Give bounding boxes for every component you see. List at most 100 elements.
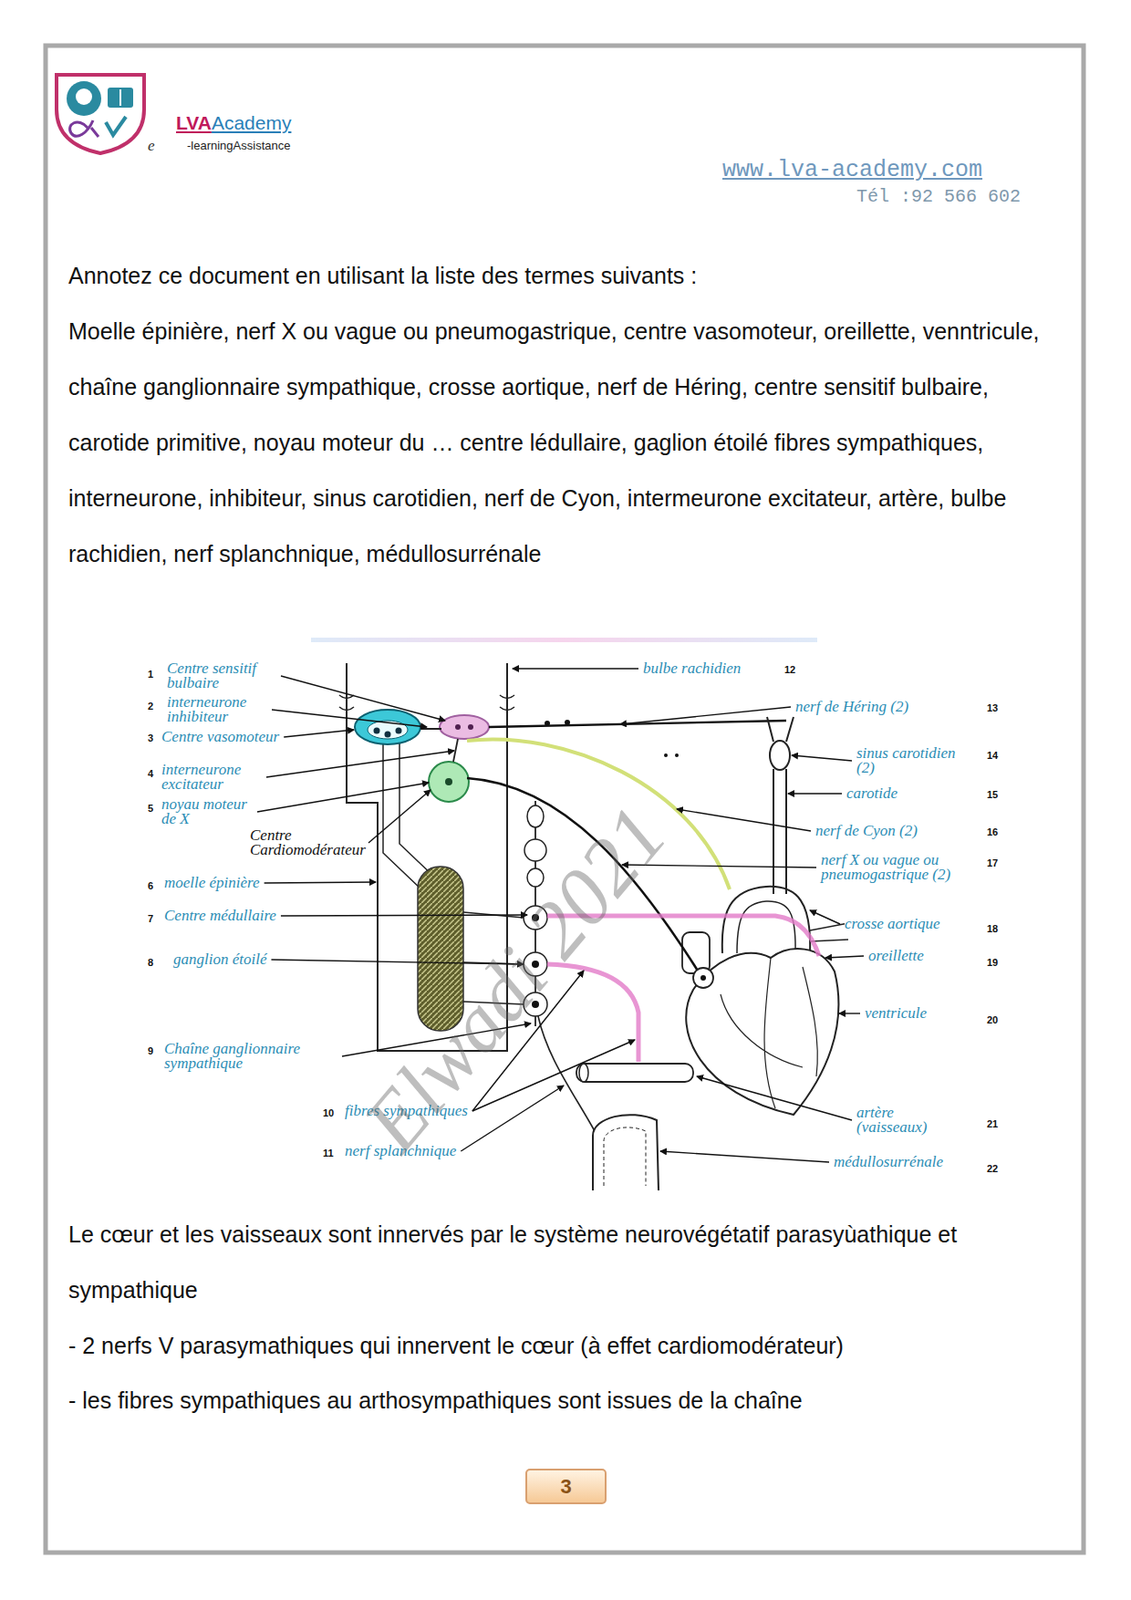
part-label: Centre sensitif bulbaire	[166, 661, 277, 691]
part-label: noyau moteur de X	[161, 797, 253, 827]
callout-number: 5	[147, 802, 154, 814]
leader-line	[368, 789, 431, 843]
part-label: artère (vaisseaux)	[856, 1105, 966, 1135]
body-text: - 2 nerfs V parasymathiques qui innerven…	[68, 1317, 844, 1374]
callout-number: 12	[784, 664, 796, 675]
callout-number: 18	[986, 923, 998, 934]
part-label: bulbe rachidien	[643, 661, 741, 676]
part-label: Centre vasomoteur	[161, 729, 280, 745]
part-label: interneurone inhibiteur	[166, 695, 268, 725]
leader-line	[271, 709, 427, 727]
part-label: sinus carotidien (2)	[856, 746, 976, 776]
body-text: - les fibres sympathiques au arthosympat…	[68, 1372, 803, 1429]
neuron-dot	[467, 724, 474, 730]
leader-line	[825, 955, 864, 958]
part-label: oreillette	[868, 948, 924, 964]
nerve-dot	[544, 720, 550, 727]
leader-line	[266, 750, 455, 778]
part-label: nerf de Héring (2)	[795, 699, 909, 715]
logo-book-spine	[119, 89, 122, 106]
part-label: moelle épinière	[164, 875, 260, 891]
neuron-dot	[384, 731, 392, 738]
heart-outline	[685, 948, 839, 1115]
leader-line	[280, 914, 528, 916]
leader-line	[791, 755, 852, 761]
callout-number: 16	[986, 826, 998, 838]
brand-name: Academy	[211, 111, 292, 135]
callout-number: 21	[986, 1118, 998, 1130]
nerve-dot	[664, 753, 668, 758]
callout-number: 3	[147, 732, 154, 744]
logo-check	[105, 116, 126, 135]
logo	[56, 74, 145, 154]
callout-number: 17	[986, 857, 998, 869]
leader-line	[809, 910, 841, 924]
leader-line	[788, 792, 842, 794]
adrenal-medulla	[603, 1127, 646, 1186]
callout-number: 7	[147, 913, 154, 924]
callout-number: 19	[986, 956, 998, 968]
part-label: Centre Cardiomodérateur	[249, 828, 364, 858]
body-text: Le cœur et les vaisseaux sont innervés p…	[68, 1206, 990, 1318]
sinus-node-dot	[700, 975, 706, 981]
callout-number: 22	[986, 1162, 998, 1174]
neuron-dot	[445, 778, 453, 786]
nerve-dot	[564, 719, 571, 726]
part-label: crosse aortique	[844, 916, 941, 932]
ganglion	[527, 805, 544, 828]
callout-number: 13	[986, 702, 998, 714]
part-label: ventricule	[864, 1006, 927, 1021]
sinus-node	[693, 967, 714, 988]
term-list: Moelle épinière, nerf X ou vague ou pneu…	[68, 303, 1072, 582]
callout-number: 6	[147, 880, 154, 892]
artery-end	[579, 1063, 589, 1082]
leader-line	[512, 667, 639, 669]
callout-number: 14	[986, 749, 998, 761]
artery	[576, 1063, 694, 1082]
sensory-centre	[439, 715, 489, 739]
website-link: www.lva-academy.com	[722, 156, 983, 185]
callout-number: 20	[986, 1014, 998, 1026]
logo-shield	[56, 74, 145, 154]
logo-bubble	[75, 88, 93, 105]
vasomotor-core	[367, 720, 408, 739]
neuron-dot	[455, 724, 461, 730]
vagus-nucleus	[428, 761, 469, 802]
leader-line	[839, 1012, 861, 1014]
part-label: nerf de Cyon (2)	[815, 823, 918, 839]
leader-line	[283, 729, 354, 737]
callout-number: 10	[322, 1107, 334, 1119]
logo-book	[107, 87, 134, 108]
brand-name: LVA	[176, 111, 212, 135]
logo-circle	[66, 81, 102, 116]
aortic-arch-inner	[736, 901, 796, 954]
aortic-arch	[722, 886, 810, 954]
splanchnic-nerve	[538, 1016, 595, 1131]
part-label: médullosurrénale	[833, 1154, 944, 1170]
leader-line	[696, 1076, 852, 1121]
callout-number: 11	[322, 1147, 334, 1159]
adrenal-gland	[592, 1114, 659, 1191]
callout-number: 15	[986, 788, 998, 800]
descending-fibres	[383, 740, 438, 890]
instruction-text: Annotez ce document en utilisant la list…	[68, 248, 1072, 304]
neuron-dot	[373, 727, 381, 735]
phone-number: Tél :92 566 602	[856, 186, 1021, 208]
watermark: Elwadi 2021	[345, 789, 685, 1169]
interneurons	[421, 728, 458, 762]
part-label: nerf X ou vague ou pneumogastrique (2)	[820, 852, 981, 882]
part-label: Centre médullaire	[164, 908, 277, 924]
part-label: carotide	[846, 786, 898, 801]
band	[311, 637, 818, 643]
page-frame	[45, 45, 1084, 1553]
coronary-vessels	[720, 957, 818, 1109]
nerve-dot	[674, 753, 679, 758]
callout-number: 1	[147, 668, 154, 680]
tagline: -learningAssistance	[186, 138, 291, 154]
logo-letter: e	[147, 136, 156, 156]
leader-line	[676, 809, 811, 831]
part-label: ganglion étoilé	[173, 952, 267, 967]
logo-alpha-mark	[70, 120, 99, 137]
cut-marks	[339, 695, 515, 711]
